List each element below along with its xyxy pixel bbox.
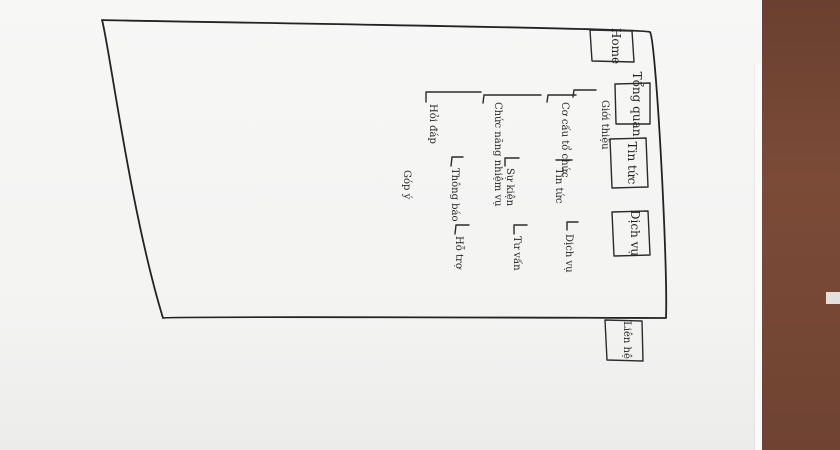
services-item-3: Hỗ trợ (453, 236, 465, 270)
node-tab-2-box (609, 137, 649, 189)
overview-item-2: Cơ cấu tổ chức (559, 102, 571, 178)
node-tab-3-box (611, 210, 651, 257)
connector-9 (513, 224, 528, 235)
contact-item-1: Hỏi đáp (427, 104, 438, 144)
overview-item-3: Chức năng nhiệm vụ (492, 102, 503, 207)
paper-corner (826, 292, 840, 304)
connector-1 (572, 89, 597, 98)
news-item-1: Tin tức (553, 168, 564, 204)
node-home-box (589, 29, 635, 63)
node-tab-4-box (604, 319, 644, 362)
connector-2 (546, 94, 577, 103)
node-tab-3: Dịch vụ (611, 210, 651, 257)
node-tab-1-label: Tổng quan (630, 72, 645, 137)
connector-3 (482, 94, 542, 104)
contact-item-2: Góp ý (401, 170, 412, 200)
node-tab-2: Tin tức (609, 137, 649, 189)
connector-10 (454, 224, 470, 235)
node-tab-4-label: Liên hệ (621, 321, 632, 359)
node-home: Home (589, 28, 635, 64)
connector-6 (504, 157, 520, 167)
node-tab-1: Tổng quan (614, 72, 651, 137)
main-frame (101, 19, 668, 319)
node-tab-3-label: Dịch vụ (628, 210, 642, 257)
node-tab-2-label: Tin tức (625, 142, 639, 185)
services-item-1: Dịch vụ (563, 234, 574, 273)
services-item-2: Tư vấn (511, 236, 522, 271)
node-home-label: Home (609, 28, 623, 64)
node-tab-1-box (614, 82, 651, 125)
overview-item-1: Giới thiệu (599, 100, 610, 150)
news-item-3: Thông báo (449, 168, 460, 222)
connector-7 (450, 156, 464, 167)
news-item-2: Sự kiện (504, 168, 515, 207)
desk (762, 0, 840, 450)
connector-4 (425, 91, 482, 103)
node-tab-4: Liên hệ (604, 319, 644, 362)
connector-8 (566, 221, 579, 231)
